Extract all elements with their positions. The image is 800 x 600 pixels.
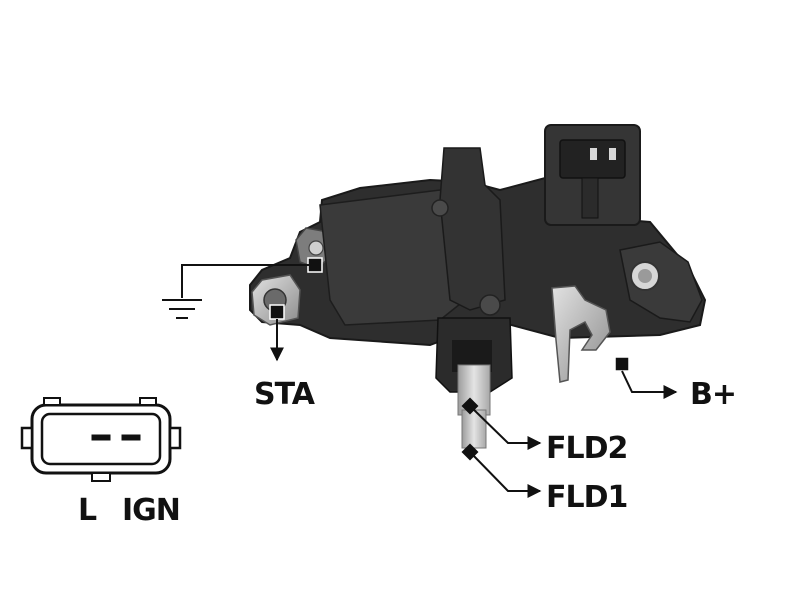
label-l: L — [78, 493, 97, 528]
plug-side-tab-right — [168, 426, 182, 450]
ground-symbol-icon — [162, 299, 202, 319]
label-b-plus: B+ — [690, 377, 736, 412]
plug-side-tab-left — [20, 426, 34, 450]
sta-terminal-marker — [269, 304, 285, 320]
plug-bottom-tab — [91, 472, 111, 482]
plug-top-tab-left — [43, 397, 61, 406]
connector-pin-2 — [609, 148, 616, 160]
b-plus-terminal-marker — [614, 356, 630, 372]
plug-top-tab-right — [139, 397, 157, 406]
b-plus-hook-tab — [551, 285, 611, 383]
plug-pin-ign — [121, 434, 141, 441]
center-tower — [439, 147, 506, 311]
screw-top — [431, 199, 449, 217]
plug-inner-shell — [40, 412, 162, 466]
ground-lug-hole — [308, 240, 324, 256]
screw-center — [479, 294, 501, 316]
label-sta: STA — [254, 377, 316, 412]
brush-fld1 — [461, 409, 487, 449]
ground-leader — [181, 264, 315, 298]
mounting-hole-inner — [638, 269, 652, 283]
fld1-leader — [469, 451, 542, 498]
connector-plug-icon — [20, 397, 182, 482]
label-fld1: FLD1 — [546, 480, 627, 515]
connector-latch — [581, 177, 599, 219]
label-fld2: FLD2 — [546, 431, 627, 466]
leader-lines — [181, 264, 678, 498]
connector-pin-1 — [590, 148, 597, 160]
fld2-leader — [469, 405, 542, 450]
plug-pin-l — [91, 434, 111, 441]
label-ign: IGN — [122, 493, 180, 528]
voltage-regulator-body — [249, 124, 707, 449]
b-plus-leader — [621, 370, 678, 399]
